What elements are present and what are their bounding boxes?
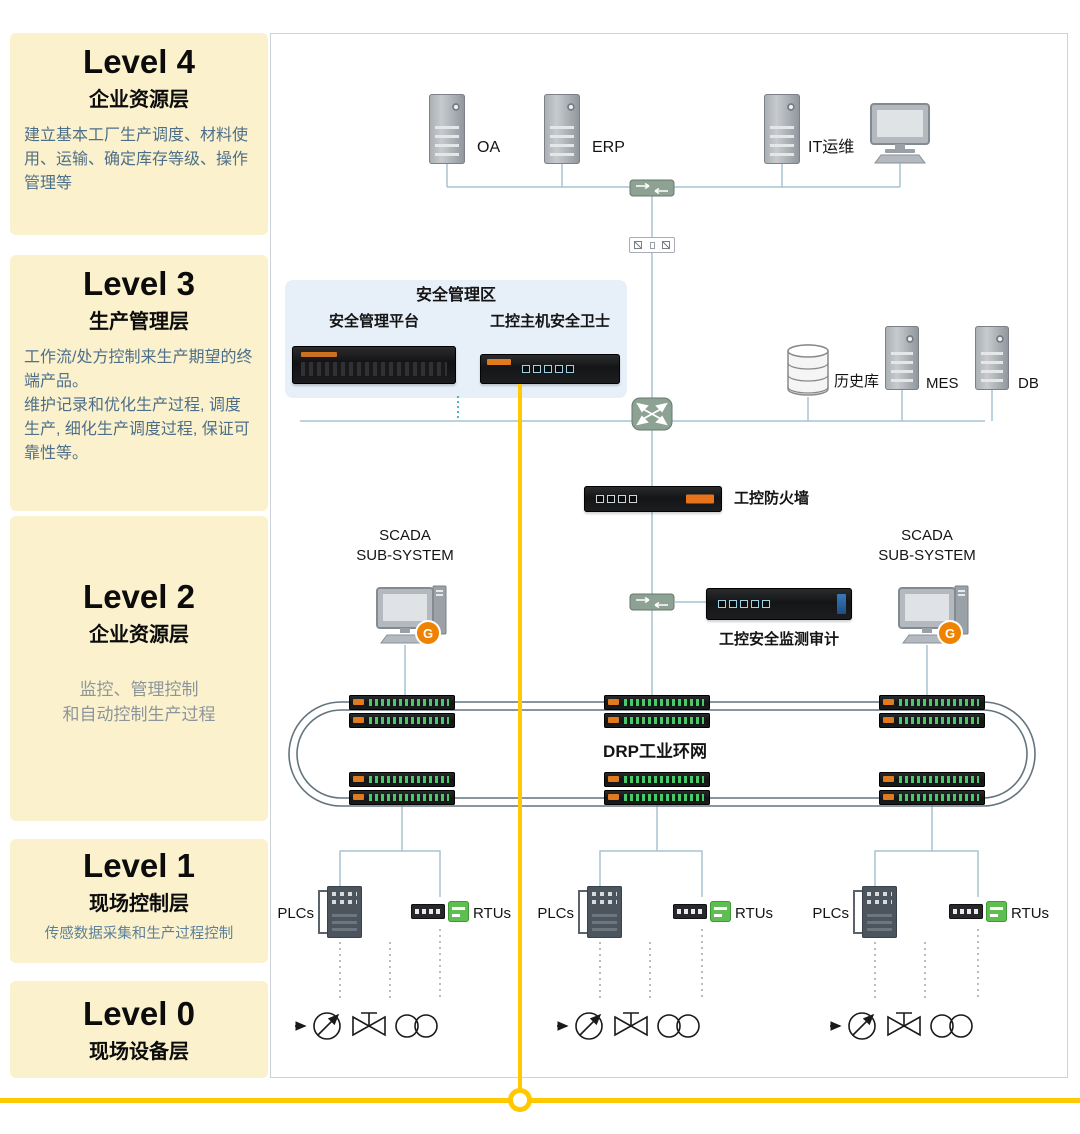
- history-db-label: 历史库: [834, 373, 880, 390]
- scada-line2: SUB-SYSTEM: [356, 546, 454, 564]
- level1-card: Level 1 现场控制层 传感数据采集和生产过程控制: [10, 839, 268, 963]
- db-server-icon: [975, 326, 1009, 390]
- level0-card: Level 0 现场设备层: [10, 981, 268, 1078]
- plc-label: PLCs: [812, 905, 849, 922]
- device-brand-tag: [487, 359, 511, 365]
- diagram-panel: [270, 33, 1068, 1078]
- erp-server-icon: [544, 94, 580, 164]
- host-guard-label: 工控主机安全卫士: [489, 313, 610, 330]
- level4-description: 建立基本工厂生产调度、材料使用、运输、确定库存等级、操作管理等: [24, 126, 249, 192]
- audit-label: 工控安全监测审计: [718, 631, 839, 648]
- level4-card: Level 4 企业资源层 建立基本工厂生产调度、材料使用、运输、确定库存等级、…: [10, 33, 268, 235]
- l3-router-icon: [631, 397, 673, 431]
- rtu-icon: [673, 897, 731, 925]
- security-trunk-line: [518, 384, 522, 1098]
- db-label: DB: [1018, 375, 1039, 392]
- rtu-icon: [949, 897, 1007, 925]
- level3-card: Level 3 生产管理层 工作流/处方控制来生产期望的终端产品。 维护记录和优…: [10, 255, 268, 511]
- ring-switch: [604, 772, 710, 806]
- device-ports: [718, 600, 770, 608]
- scada-right-label: SCADA SUB-SYSTEM: [862, 526, 992, 565]
- ring-switch: [879, 695, 985, 729]
- g-badge: G: [417, 622, 439, 644]
- level2-subtitle: 企业资源层: [89, 623, 189, 646]
- plc-icon: [578, 886, 622, 938]
- gateway-mid-icon: [649, 241, 655, 249]
- it-ops-server-icon: [764, 94, 800, 164]
- ring-label: DRP工业环网: [603, 742, 707, 761]
- host-guard-device: [480, 354, 620, 384]
- rtu-label: RTUs: [473, 905, 512, 922]
- bottom-yellow-bus: [0, 1098, 1080, 1103]
- security-platform-device: [292, 346, 456, 384]
- ring-switch: [349, 772, 455, 806]
- gateway-port-icon: [662, 241, 670, 249]
- plc-label: PLCs: [537, 905, 574, 922]
- level0-subtitle: 现场设备层: [89, 1040, 189, 1063]
- rtu-label: RTUs: [1011, 905, 1050, 922]
- erp-label: ERP: [592, 139, 625, 156]
- gateway-port-icon: [634, 241, 642, 249]
- firewall-device: [584, 486, 722, 512]
- level0-title: Level 0: [83, 995, 195, 1032]
- level2-card: Level 2 企业资源层 监控、管理控制 和自动控制生产过程: [10, 516, 268, 821]
- level3-description: 工作流/处方控制来生产期望的终端产品。 维护记录和优化生产过程, 调度生产, 细…: [24, 348, 253, 462]
- mes-label: MES: [926, 375, 959, 392]
- oa-label: OA: [477, 139, 501, 156]
- scada-right-computer-icon: [898, 585, 969, 644]
- scada-left-computer-icon: [376, 585, 447, 644]
- level1-title: Level 1: [83, 847, 195, 884]
- ring-switch: [879, 772, 985, 806]
- device-ports: [522, 365, 574, 373]
- audit-device: [706, 588, 852, 620]
- level2-description: 监控、管理控制 和自动控制生产过程: [62, 679, 216, 725]
- rtu-label: RTUs: [735, 905, 774, 922]
- device-accent: [837, 594, 846, 614]
- plc-icon: [318, 886, 362, 938]
- level1-description: 传感数据采集和生产过程控制: [44, 925, 234, 942]
- gateway-icon: [629, 237, 675, 253]
- it-ops-label: IT运维: [808, 139, 855, 156]
- ring-switch: [349, 695, 455, 729]
- device-ports: [596, 495, 637, 503]
- scada-line2: SUB-SYSTEM: [878, 546, 976, 564]
- level3-subtitle: 生产管理层: [89, 310, 189, 333]
- g-badge: G: [939, 622, 961, 644]
- it-desktop-icon: [870, 103, 930, 164]
- plc-label: PLCs: [277, 905, 314, 922]
- oa-server-icon: [429, 94, 465, 164]
- scada-line1: SCADA: [901, 527, 953, 544]
- level2-title: Level 2: [83, 578, 195, 615]
- l2-switch-icon: [629, 593, 675, 611]
- junction-node-icon: [508, 1088, 532, 1112]
- scada-line1: SCADA: [379, 527, 431, 544]
- scada-left-label: SCADA SUB-SYSTEM: [340, 526, 470, 565]
- level1-subtitle: 现场控制层: [89, 892, 189, 915]
- level4-subtitle: 企业资源层: [89, 88, 189, 111]
- level4-title: Level 4: [83, 43, 195, 80]
- security-zone-title: 安全管理区: [415, 287, 496, 304]
- plc-icon: [853, 886, 897, 938]
- l4-switch-icon: [629, 179, 675, 197]
- level3-title: Level 3: [83, 265, 195, 302]
- history-db-icon: [787, 344, 829, 396]
- ring-switch: [604, 695, 710, 729]
- device-logo: [686, 494, 714, 504]
- security-platform-label: 安全管理平台: [328, 313, 419, 330]
- mes-server-icon: [885, 326, 919, 390]
- firewall-label: 工控防火墙: [734, 490, 810, 507]
- rtu-icon: [411, 897, 469, 925]
